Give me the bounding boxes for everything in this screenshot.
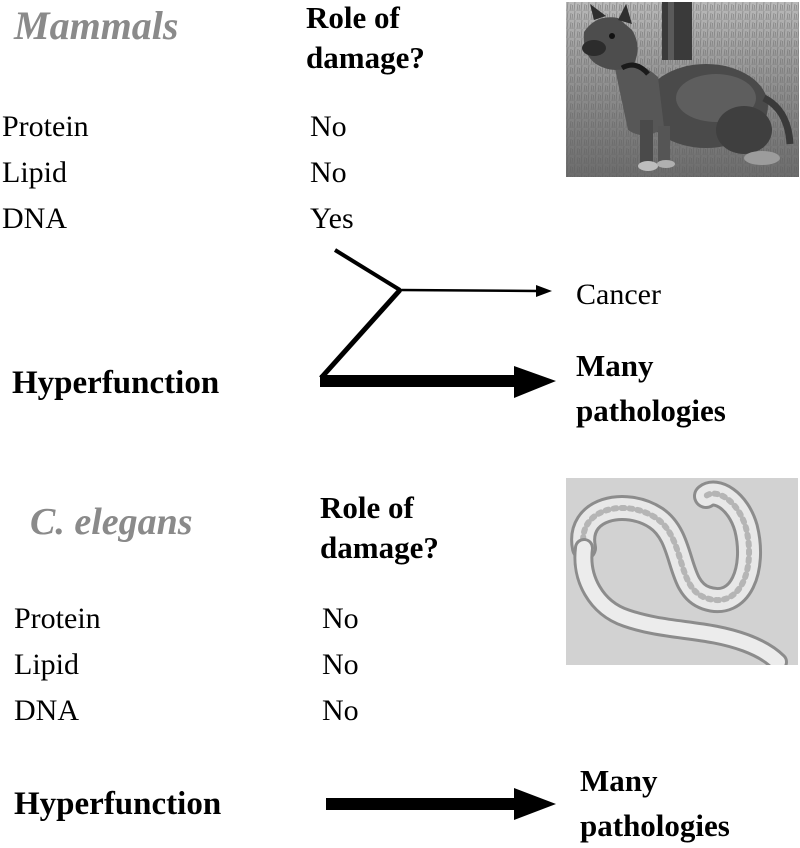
row-label: DNA	[2, 202, 67, 235]
role-header-line-2: damage?	[320, 530, 439, 565]
outcome-line-1: Many	[580, 763, 658, 798]
row-value: Yes	[310, 202, 354, 235]
dna-branch-line	[333, 248, 402, 292]
hyper-branch-line	[319, 288, 402, 380]
row-label: DNA	[14, 694, 79, 727]
worm-photo	[566, 478, 798, 665]
elegans-title: C. elegans	[30, 501, 193, 543]
role-header-line-1: Role of	[320, 490, 414, 525]
mammals-title: Mammals	[14, 3, 179, 48]
pathology-arrowhead	[514, 788, 556, 820]
row-label: Lipid	[2, 156, 67, 189]
role-header-line-1: Role of	[306, 0, 400, 35]
outcome-line-2: pathologies	[576, 393, 726, 428]
cancer-label: Cancer	[576, 278, 661, 311]
row-label: Lipid	[14, 648, 79, 681]
elegans-role-header: Role of damage?	[320, 488, 520, 568]
mammals-outcome-label: Many pathologies	[576, 343, 796, 433]
outcome-line-1: Many	[576, 348, 654, 383]
row-value: No	[310, 156, 347, 189]
row-value: No	[322, 602, 359, 635]
row-value: No	[322, 694, 359, 727]
pathology-arrowhead	[514, 366, 556, 398]
row-label: Protein	[14, 602, 101, 635]
mammals-role-header: Role of damage?	[306, 0, 506, 78]
cancer-arrow-line	[399, 288, 539, 293]
row-value: No	[322, 648, 359, 681]
row-label: Protein	[2, 110, 89, 143]
row-value: No	[310, 110, 347, 143]
mammals-hyperfunction-label: Hyperfunction	[12, 365, 220, 401]
elegans-outcome-label: Many pathologies	[580, 758, 796, 848]
cancer-arrowhead	[536, 285, 552, 297]
dog-photo	[566, 2, 799, 177]
outcome-line-2: pathologies	[580, 808, 730, 843]
elegans-hyperfunction-label: Hyperfunction	[14, 786, 222, 822]
role-header-line-2: damage?	[306, 40, 425, 75]
